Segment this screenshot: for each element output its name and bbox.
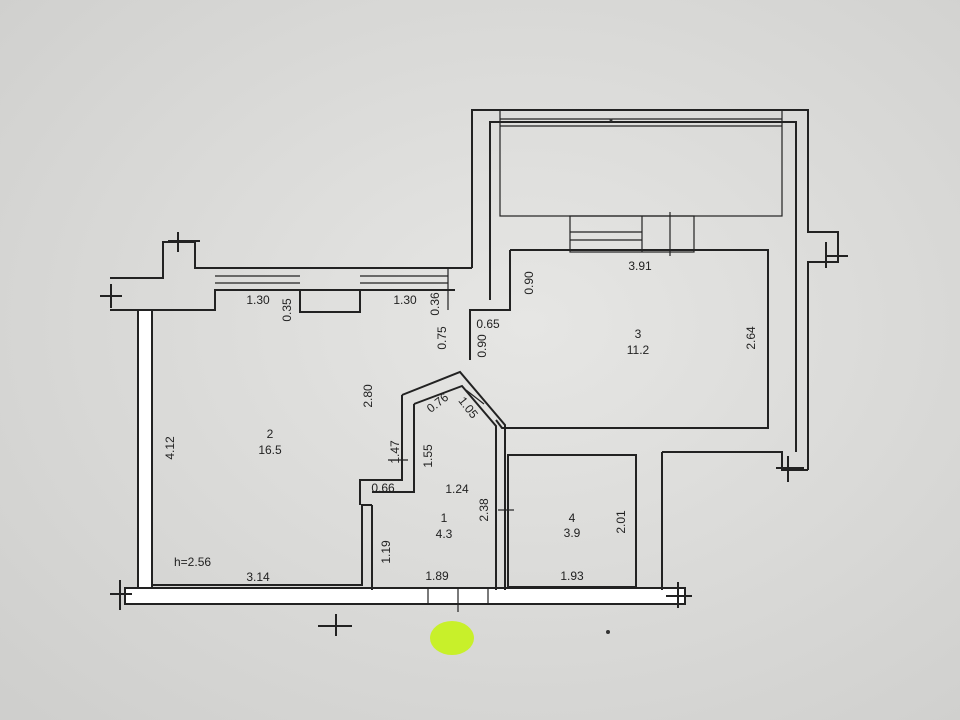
room-1-number: 1: [441, 511, 448, 525]
wall-right-inner: [489, 121, 797, 452]
dim-2-80: 2.80: [361, 384, 375, 408]
dim-0-66: 0.66: [371, 481, 395, 495]
dim-0-36: 0.36: [428, 292, 442, 316]
dim-1-89: 1.89: [425, 569, 449, 583]
wall-bottom: [124, 587, 686, 605]
grid-ticks: [100, 232, 848, 636]
dim-0-35: 0.35: [280, 298, 294, 322]
wall-top-left-inner: [152, 289, 455, 311]
dot-mark: [606, 630, 610, 634]
room-3-outline: [495, 249, 769, 429]
dim-1-30-left: 1.30: [246, 293, 270, 307]
room-1-left-wall: [359, 395, 403, 505]
room-2-number: 2: [267, 427, 274, 441]
dim-1-19: 1.19: [379, 540, 393, 564]
dim-1-55: 1.55: [421, 444, 435, 468]
wall-left: [137, 309, 153, 601]
walls: [110, 109, 839, 612]
room-1-diagonal: [401, 370, 506, 590]
room-3-area: 11.2: [627, 343, 650, 357]
dim-4-12: 4.12: [163, 436, 177, 460]
dim-1-93: 1.93: [560, 569, 584, 583]
room-4-outline: [507, 454, 637, 588]
room-2-area: 16.5: [258, 443, 282, 457]
dim-2-64: 2.64: [744, 326, 758, 350]
dim-1-30-right: 1.30: [393, 293, 417, 307]
room-4-area: 3.9: [564, 526, 581, 540]
room-labels: 2 16.5 3 11.2 1 4.3 4 3.9 h=2.56: [174, 327, 650, 569]
dim-1-47: 1.47: [388, 440, 402, 464]
dim-2-38: 2.38: [477, 498, 491, 522]
dim-3-14: 3.14: [246, 570, 270, 584]
dim-2-01: 2.01: [614, 510, 628, 534]
ceiling-height: h=2.56: [174, 555, 211, 569]
dim-0-65: 0.65: [476, 317, 500, 331]
room-2-outline: [152, 504, 372, 586]
dim-1-24: 1.24: [445, 482, 469, 496]
dim-3-91: 3.91: [628, 259, 652, 273]
windows: [215, 268, 449, 310]
dim-0-75: 0.75: [435, 326, 449, 350]
dim-0-90-side: 0.90: [475, 334, 489, 358]
dim-0-90-top: 0.90: [522, 271, 536, 295]
room-4-number: 4: [569, 511, 576, 525]
window-niche: [299, 290, 361, 313]
wall-right-lower: [662, 451, 808, 471]
room-3-number: 3: [635, 327, 642, 341]
room-1-area: 4.3: [436, 527, 453, 541]
entrance-marker: [430, 621, 474, 655]
balcony-door: [569, 215, 695, 253]
